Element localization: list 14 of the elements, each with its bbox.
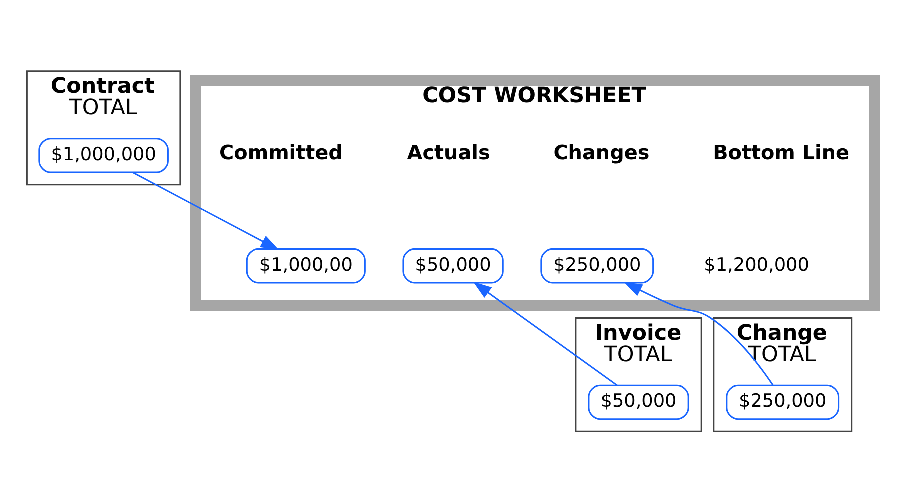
node-box: $50,000	[402, 248, 504, 284]
arrow	[624, 282, 774, 386]
node-box: $1,000,000	[38, 138, 169, 173]
arrow	[132, 171, 280, 250]
node-box: $250,000	[540, 248, 654, 284]
label: Committed	[220, 140, 343, 164]
label: Actuals	[407, 140, 490, 164]
arrow	[473, 282, 618, 386]
label: $1,200,000	[704, 254, 810, 276]
label: Bottom Line	[713, 140, 850, 164]
node-box: $1,000,00	[246, 248, 366, 284]
node-box: $50,000	[588, 384, 690, 420]
label: Changes	[554, 140, 650, 164]
node-box: $250,000	[726, 384, 840, 420]
